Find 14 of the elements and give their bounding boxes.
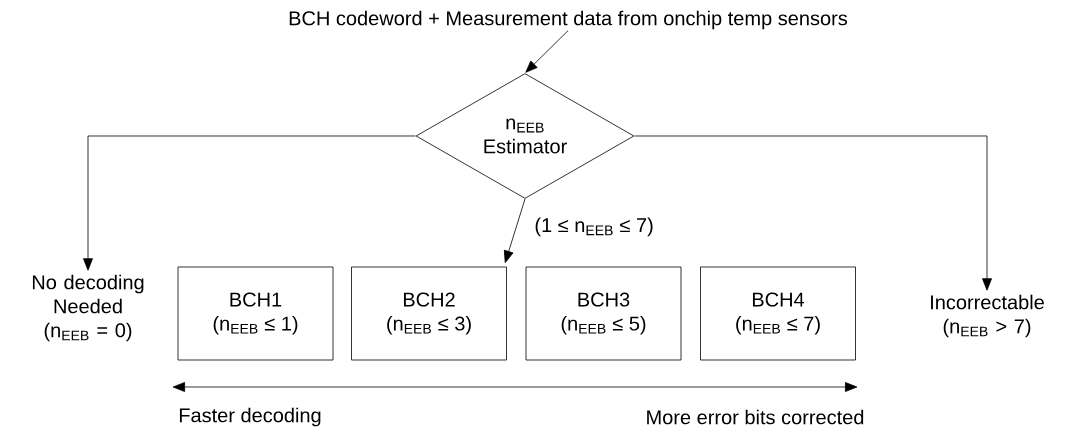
- input-text: BCH codeword + Measurement data from onchip temp sensors: [289, 10, 848, 30]
- axis-label: More error bits corrected: [647, 409, 864, 425]
- decoder-box: BCH3 (n$_{EEB}$ ≤ 5): [525, 266, 682, 361]
- arrow: [634, 135, 992, 291]
- arrow: [503, 198, 526, 263]
- edge-label: (1 ≤ n$_{EEB}$ ≤ 7): [533, 216, 655, 238]
- arrow: [525, 30, 569, 73]
- decoder-box: BCH1 (n$_{EEB}$ ≤ 1): [177, 266, 334, 361]
- decoder-box: BCH4 (n$_{EEB}$ ≤ 7): [700, 266, 856, 361]
- outcome-text: No decoding Needed (n$_{EEB}$ = 0): [32, 274, 144, 342]
- axis-label: Faster decoding: [179, 407, 321, 427]
- outcome-text: Incorrectable (n$_{EEB}$ > 7): [931, 294, 1044, 338]
- arrow: [83, 135, 416, 271]
- decoder-box: BCH2 (n$_{EEB}$ ≤ 3): [351, 266, 507, 361]
